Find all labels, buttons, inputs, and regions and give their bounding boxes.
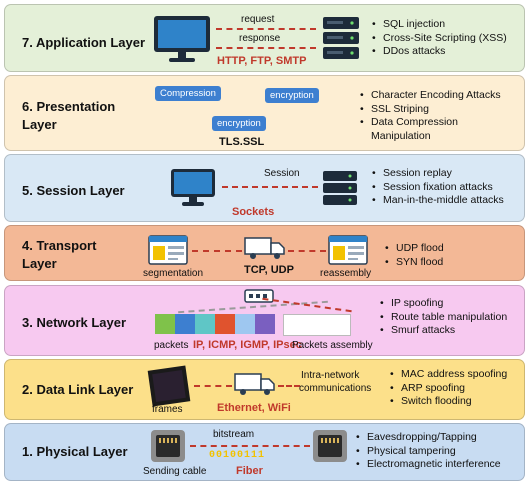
attack-item: MAC address spoofing: [390, 368, 507, 382]
attack-item: Electromagnetic interference: [356, 458, 501, 472]
layer-2-attack-list: MAC address spoofing ARP spoofing Switch…: [390, 368, 507, 409]
intra-network-label-line1: Intra-network: [301, 370, 360, 381]
attack-item: Session replay: [372, 167, 504, 181]
sending-cable-label: Sending cable: [143, 466, 207, 477]
attack-item: Session fixation attacks: [372, 181, 504, 195]
layer-4-title-line1: 4. Transport: [22, 238, 97, 253]
layer-6-title-line1: 6. Presentation: [22, 99, 116, 114]
layer-7-attack-list: SQL injection Cross-Site Scripting (XSS)…: [372, 18, 507, 59]
frames-label: frames: [152, 404, 183, 415]
layer-5-attack-list: Session replay Session fixation attacks …: [372, 167, 504, 208]
layer-1-title: 1. Physical Layer: [22, 444, 128, 459]
attack-item: Smurf attacks: [380, 324, 507, 338]
session-label: Session: [264, 168, 300, 179]
ethernet-port-icon: [151, 430, 185, 462]
layer-7-title: 7. Application Layer: [22, 35, 146, 50]
packet-block-lightblue: [235, 314, 255, 334]
layer-3-protocols: IP, ICMP, IGMP, IPsec: [193, 339, 302, 351]
network-card-icon: [147, 365, 191, 407]
attack-item-continued: Manipulation: [371, 129, 431, 142]
transport-arrow-left: [192, 250, 242, 252]
encryption-tag-2: encryption: [212, 116, 266, 131]
monitor-icon: [154, 16, 210, 62]
assembled-packet-box: [283, 314, 351, 336]
segmentation-label: segmentation: [143, 268, 204, 279]
packets-assembly-label: Packets assembly: [292, 340, 373, 351]
layer-7-protocols: HTTP, FTP, SMTP: [217, 55, 307, 67]
intra-network-label-line2: communications: [299, 383, 372, 394]
delivery-truck-icon: [244, 237, 285, 259]
encryption-tag: encryption: [265, 88, 319, 103]
layer-3-title: 3. Network Layer: [22, 315, 127, 330]
browser-window-icon: [148, 235, 188, 265]
packet-block-red: [215, 314, 235, 334]
router-icon: [244, 289, 274, 303]
attack-item: UDP flood: [385, 242, 444, 256]
attack-item: SYN flood: [385, 256, 444, 270]
delivery-truck-icon: [234, 373, 275, 395]
packet-block-blue: [175, 314, 195, 334]
packet-block-purple: [255, 314, 275, 334]
attack-item: SSL Striping: [360, 103, 501, 117]
browser-window-icon: [328, 235, 368, 265]
ethernet-port-icon: [313, 430, 347, 462]
attack-item: DDos attacks: [372, 45, 507, 59]
attack-item: Switch flooding: [390, 395, 507, 409]
layer-1-attack-list: Eavesdropping/Tapping Physical tampering…: [356, 431, 501, 472]
server-stack-icon: [323, 171, 357, 205]
attack-item: Route table manipulation: [380, 311, 507, 325]
packet-block-green: [155, 314, 175, 334]
layer-5-title: 5. Session Layer: [22, 183, 125, 198]
session-arrow: [222, 186, 318, 188]
request-label: request: [241, 14, 275, 25]
bitstream-line: [190, 445, 310, 447]
attack-item: Cross-Site Scripting (XSS): [372, 32, 507, 46]
packets-label: packets: [154, 340, 189, 351]
compression-tag: Compression: [155, 86, 221, 101]
layer-2-protocols: Ethernet, WiFi: [217, 402, 291, 414]
layer-4-protocols: TCP, UDP: [244, 264, 294, 276]
attack-item: ARP spoofing: [390, 382, 507, 396]
response-label: response: [239, 33, 281, 44]
server-stack-icon: [323, 17, 359, 59]
packet-block-teal: [195, 314, 215, 334]
attack-item: Character Encoding Attacks: [360, 89, 501, 103]
attack-item: Eavesdropping/Tapping: [356, 431, 501, 445]
layer-1-protocols: Fiber: [236, 465, 263, 477]
attack-item: Man-in-the-middle attacks: [372, 194, 504, 208]
layer-4-attack-list: UDP flood SYN flood: [385, 242, 444, 269]
layer-6-attack-list: Character Encoding Attacks SSL Striping …: [360, 89, 501, 143]
layer-6-protocols: TLS.SSL: [219, 136, 265, 148]
attack-item: SQL injection: [372, 18, 507, 32]
layer-2-title: 2. Data Link Layer: [22, 382, 134, 397]
datalink-arrow-right: [278, 385, 300, 387]
attack-item: Data Compression: [360, 116, 501, 130]
layer-4-title-line2: Layer: [22, 256, 57, 271]
bitstream-bits: 00100111: [209, 450, 266, 461]
transport-arrow-right: [288, 250, 326, 252]
layer-5-protocols: Sockets: [232, 206, 275, 218]
monitor-icon: [171, 169, 215, 206]
request-arrow: [216, 28, 316, 30]
datalink-arrow-left: [194, 385, 232, 387]
attack-item: Physical tampering: [356, 445, 501, 459]
reassembly-label: reassembly: [320, 268, 372, 279]
bitstream-label: bitstream: [213, 429, 255, 440]
response-arrow: [216, 47, 316, 49]
attack-item: IP spoofing: [380, 297, 507, 311]
layer-6-title-line2: Layer: [22, 117, 57, 132]
layer-3-attack-list: IP spoofing Route table manipulation Smu…: [380, 297, 507, 338]
